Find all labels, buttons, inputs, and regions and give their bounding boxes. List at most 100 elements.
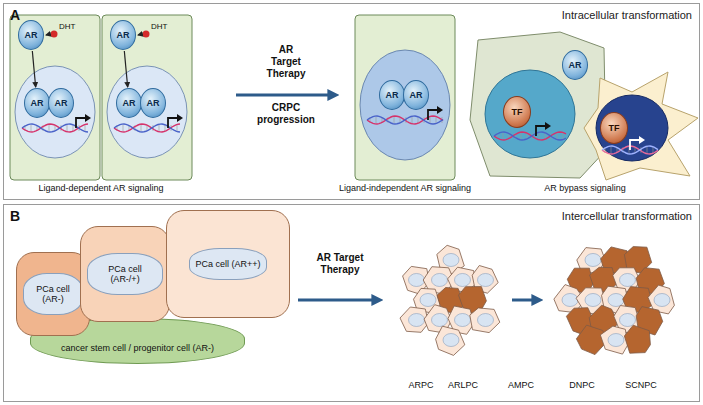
receptor-ellipse: AR <box>18 20 44 50</box>
dna-rung <box>49 125 50 131</box>
panel-letter: B <box>10 208 20 224</box>
cell <box>102 15 192 180</box>
cancer-cell: PCa cell (AR-) <box>16 252 90 336</box>
dna-rung <box>165 125 166 131</box>
cell-nucleus <box>478 314 494 327</box>
dht-dot <box>143 31 150 38</box>
transcription-arrow <box>630 140 639 150</box>
transcription-arrow-head <box>85 114 91 122</box>
tumor-cell <box>600 326 628 354</box>
nucleus <box>485 70 575 158</box>
node-text: TF <box>609 123 620 133</box>
cell-nucleus <box>620 273 636 286</box>
node-text: PCa cell (AR-/+) <box>87 253 163 295</box>
node-text: AR <box>147 98 160 108</box>
label: DHT <box>59 22 89 32</box>
dna-rung <box>653 147 654 153</box>
panel: BIntercellular transformationPCa cell (A… <box>3 204 700 402</box>
node-text: TF <box>512 107 523 117</box>
transcription-arrow-head <box>437 106 443 114</box>
binding-arrow <box>138 34 142 35</box>
cell-nucleus <box>432 314 448 327</box>
dna-rung <box>436 117 437 123</box>
cell <box>10 15 100 180</box>
label: AR Target Therapy <box>263 44 309 80</box>
cancer-cell: PCa cell (AR++) <box>166 210 290 318</box>
receptor-ellipse: AR <box>140 88 166 118</box>
cell <box>355 15 455 180</box>
tumor-cell <box>470 308 500 333</box>
receptor-ellipse: AR <box>562 50 588 80</box>
label: SCNPC <box>615 380 667 391</box>
dna-rung <box>177 125 178 131</box>
cell-nucleus <box>432 273 448 286</box>
dna-strand <box>114 124 180 132</box>
dna-rung <box>73 125 74 131</box>
dna-rung <box>430 117 431 123</box>
node-text: AR <box>117 30 130 40</box>
node-text: AR <box>25 30 38 40</box>
cell-nucleus <box>562 294 578 307</box>
node-text: PCa cell (AR-) <box>23 273 83 315</box>
dna-rung <box>539 133 540 139</box>
dna-rung <box>563 133 564 139</box>
node-text: AR <box>55 98 68 108</box>
transcription-arrow <box>76 118 85 128</box>
dna-strand <box>22 124 88 132</box>
tumor-cell <box>436 326 465 355</box>
transcription-arrow-head <box>177 114 183 122</box>
nucleus <box>596 95 668 161</box>
label: CRPC progression <box>251 102 321 126</box>
tumor-cell <box>624 325 650 353</box>
dna-rung <box>647 147 648 153</box>
dna-rung <box>85 125 86 131</box>
cell-nucleus <box>620 314 636 327</box>
label: ARPC <box>395 380 447 391</box>
translocation-arrow <box>124 51 127 87</box>
dna-rung <box>376 117 377 123</box>
dna-rung <box>412 117 413 123</box>
node-text: PCa cell (AR++) <box>189 248 266 280</box>
label: Ligand-dependent AR signaling <box>11 183 191 194</box>
cell <box>470 32 606 178</box>
dna-strand <box>367 116 443 124</box>
dna-rung <box>545 133 546 139</box>
cell-nucleus <box>409 273 425 286</box>
dna-rung <box>159 125 160 131</box>
label: AR Target Therapy <box>315 252 365 276</box>
dna-rung <box>123 125 124 131</box>
label: Ligand-independent AR signaling <box>335 183 475 194</box>
transcription-factor: TF <box>503 96 531 128</box>
dna-rung <box>394 117 395 123</box>
cell-nucleus <box>443 334 459 347</box>
dna-rung <box>557 133 558 139</box>
progression-arrow <box>512 299 538 302</box>
node-text: AR <box>410 90 423 100</box>
dna-strand <box>22 124 88 132</box>
node-text: AR <box>123 98 136 108</box>
transcription-arrow <box>168 118 177 128</box>
dna-rung <box>521 133 522 139</box>
dht-dot <box>51 31 58 38</box>
panel-title: Intracellular transformation <box>562 9 692 21</box>
dna-rung <box>141 125 142 131</box>
cell-nucleus <box>608 334 624 347</box>
receptor-ellipse: AR <box>48 88 74 118</box>
label: DNPC <box>556 380 608 391</box>
transcription-arrow-head <box>639 136 645 144</box>
transcription-factor: TF <box>600 112 628 144</box>
receptor-ellipse: AR <box>403 80 429 110</box>
dna-rung <box>67 125 68 131</box>
cell-nucleus <box>608 294 624 307</box>
label: ARLPC <box>437 380 489 391</box>
node-text: cancer stem cell / progenitor cell (AR-) <box>61 343 214 363</box>
therapy-arrow <box>236 94 334 97</box>
node-text: AR <box>569 60 582 70</box>
cell <box>584 72 698 180</box>
dna-strand <box>494 132 566 140</box>
node-text: AR <box>386 90 399 100</box>
cell-nucleus <box>455 314 471 327</box>
panel: AIntracellular transformationARARARARARA… <box>3 3 700 200</box>
cancer-cell: PCa cell (AR-/+) <box>80 226 170 322</box>
cell-nucleus <box>420 294 436 307</box>
